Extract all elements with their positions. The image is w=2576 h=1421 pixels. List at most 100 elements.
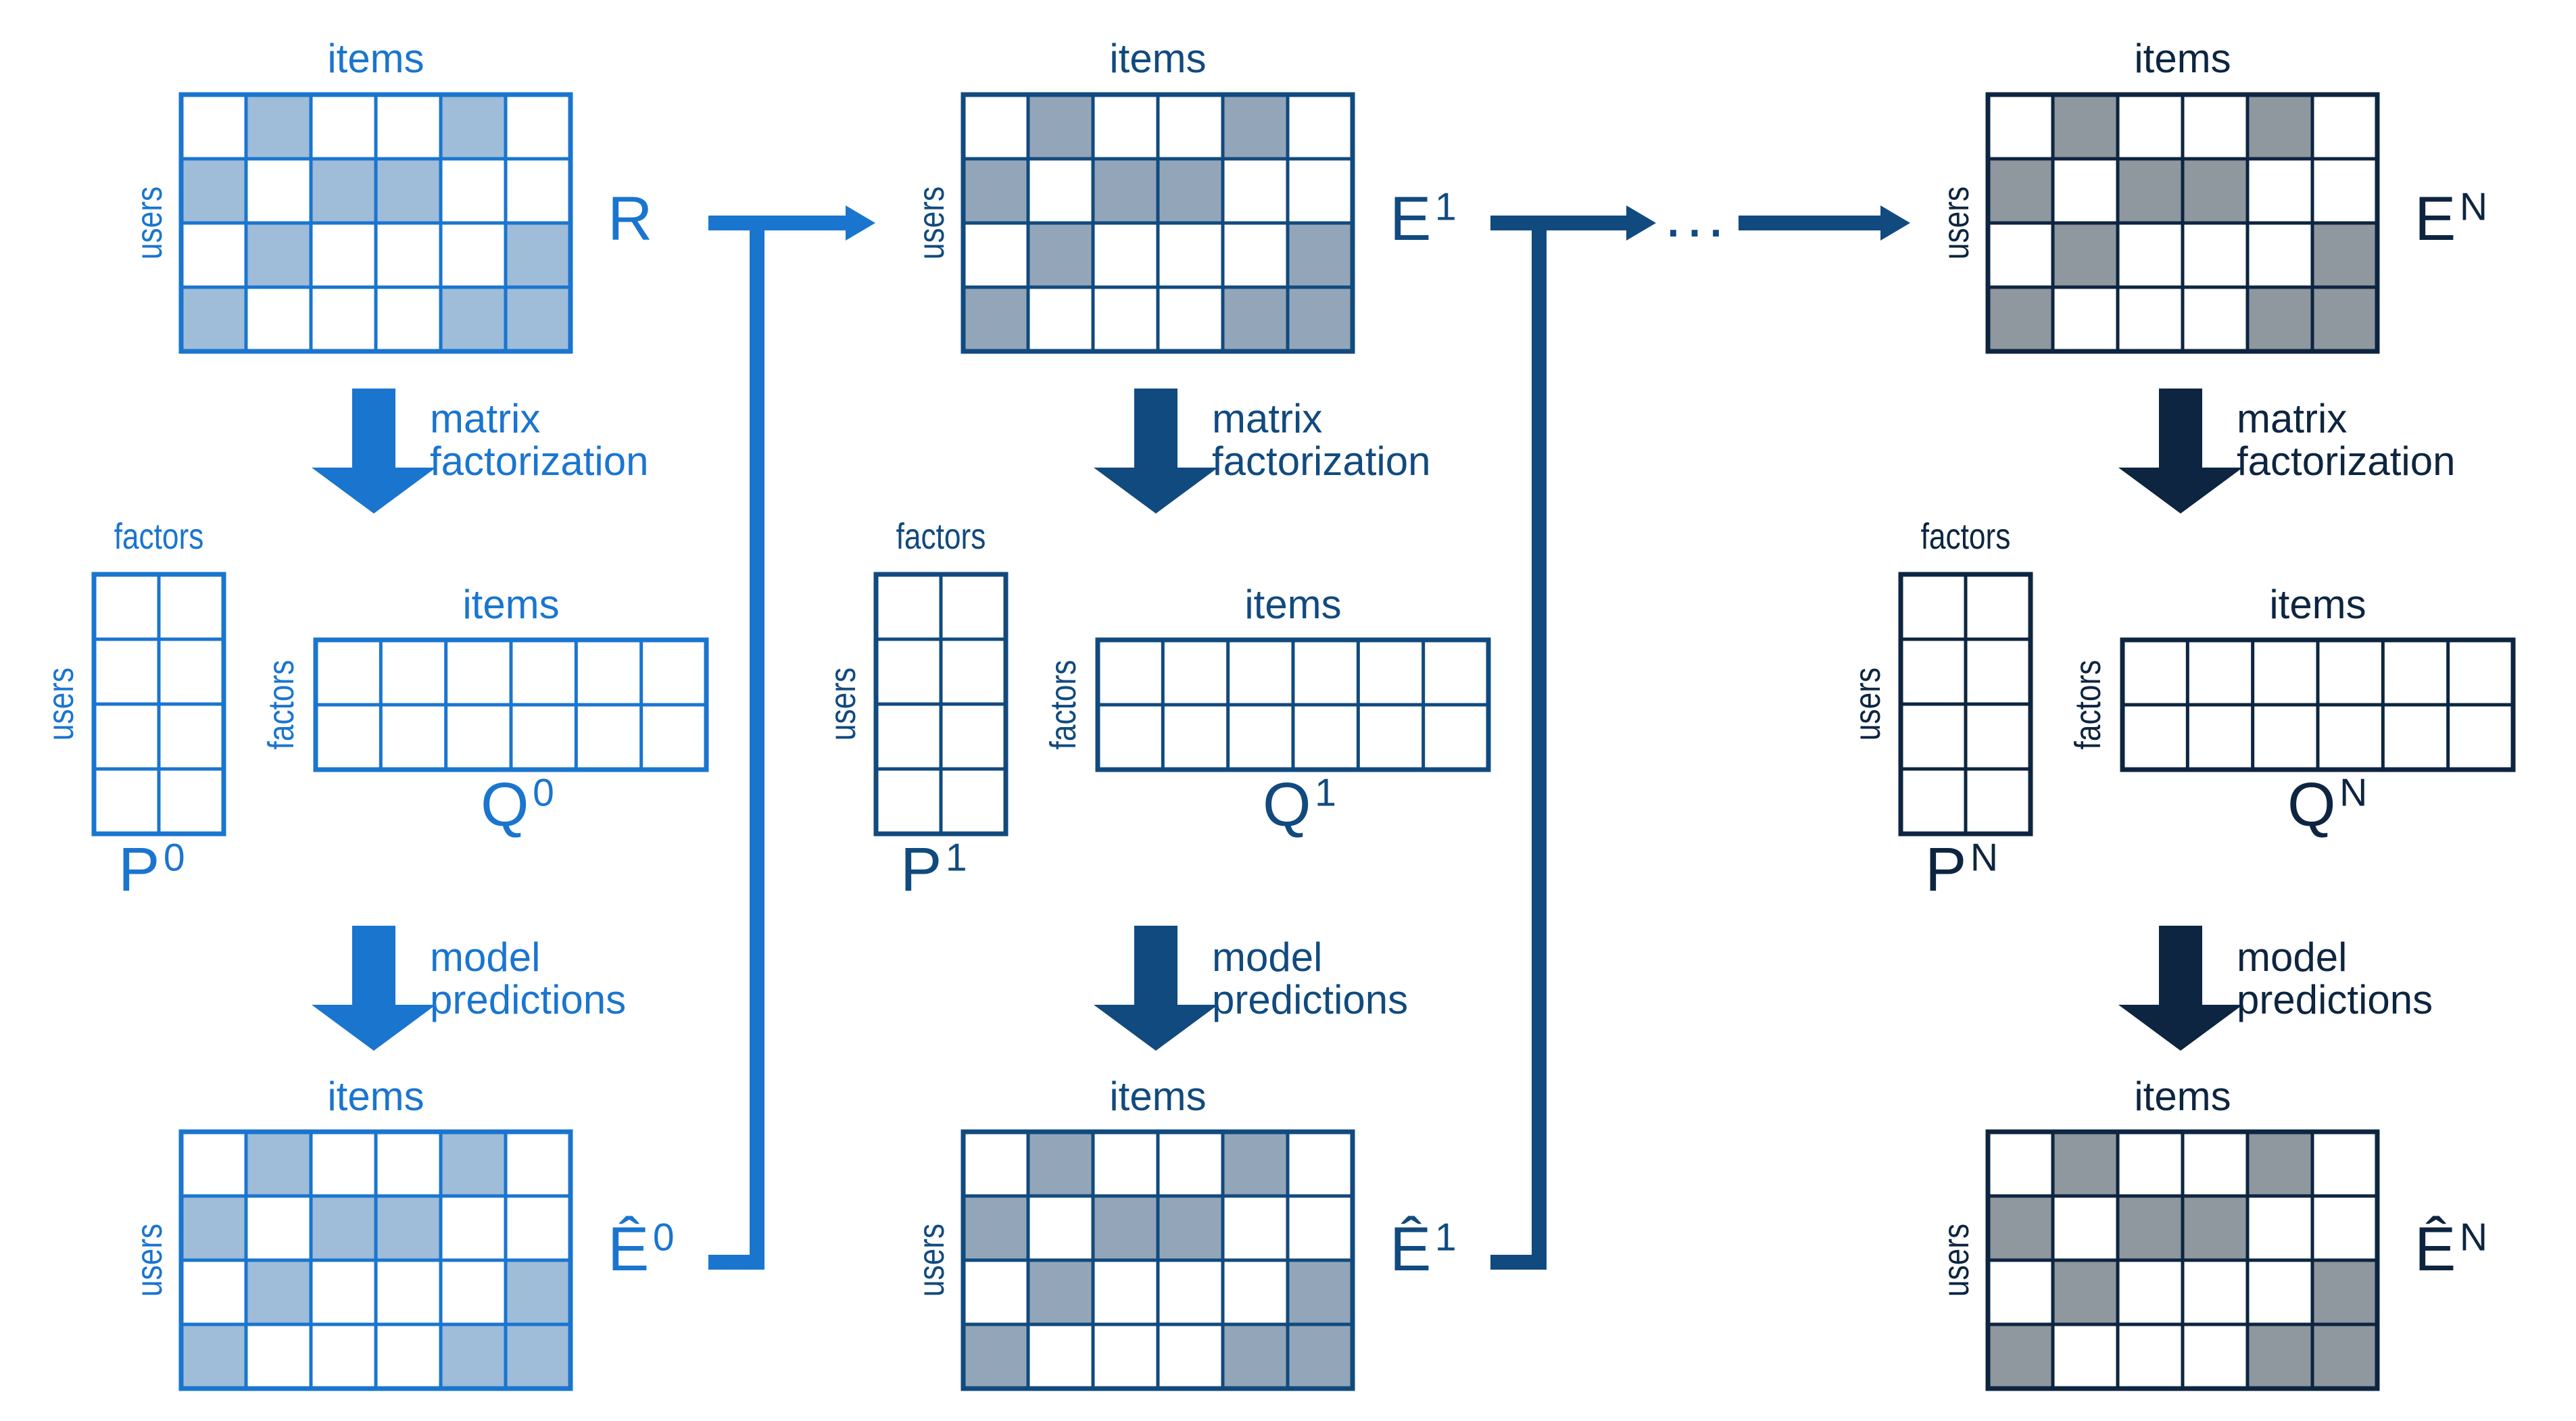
filled-cell [1158,1196,1223,1260]
filled-cell [311,1196,376,1260]
filled-cell [2312,287,2377,351]
users-label: users [823,668,863,741]
filled-cell [376,1196,441,1260]
input-matrix [1985,92,2380,354]
q-matrix-symbol: QN [2287,770,2367,839]
output-matrix-symbol: Ê1 [1390,1215,1457,1284]
items-label: items [1244,582,1341,627]
items-label: items [327,36,424,81]
factorization-arrow [312,389,436,514]
filled-cell [181,1324,246,1389]
filled-cell [2118,1196,2183,1260]
filled-cell [963,287,1028,351]
items-label: items [2134,36,2231,81]
output-matrix [961,1129,1355,1391]
factorization-arrow [2118,389,2243,514]
filled-cell [246,1132,311,1196]
predictions-arrow [2118,926,2243,1051]
filled-cell [1028,1132,1093,1196]
filled-cell [963,1324,1028,1389]
items-label: items [1109,36,1206,81]
p-matrix-symbol: P0 [118,835,185,904]
filled-cell [1028,1260,1093,1324]
q-matrix-symbol: Q0 [481,770,554,839]
filled-cell [441,1132,506,1196]
factors-label: factors [1921,516,2011,557]
filled-cell [506,1324,570,1389]
users-label: users [129,186,170,259]
factors-label: factors [2068,660,2108,750]
filled-cell [1288,1260,1353,1324]
output-matrix-symbol: Ê0 [608,1215,675,1284]
factors-label: factors [896,516,986,557]
input-matrix-symbol: EN [2414,184,2487,253]
step-label-matrix: matrix [430,396,540,441]
factors-label: factors [261,660,301,750]
filled-cell [1288,223,1353,287]
filled-cell [1158,159,1223,223]
input-matrix [178,92,573,354]
step-label-predictions: predictions [1212,977,1408,1022]
filled-cell [1988,1324,2053,1389]
output-matrix [1985,1129,2380,1391]
filled-cell [1988,1196,2053,1260]
filled-cell [1288,1324,1353,1389]
filled-cell [181,1196,246,1260]
filled-cell [2053,1132,2118,1196]
q-matrix-symbol: Q1 [1263,770,1336,839]
filled-cell [2312,223,2377,287]
filled-cell [181,287,246,351]
step-label-factorization: factorization [1212,439,1431,484]
filled-cell [963,1196,1028,1260]
filled-cell [2183,1196,2247,1260]
factors-label: factors [114,516,204,557]
step-label-predictions: predictions [2237,977,2433,1022]
feedback-connector-1 [1490,223,1547,1270]
p-matrix-symbol: PN [1925,835,1998,904]
step-label-model: model [2237,934,2347,980]
items-label: items [327,1074,424,1119]
filled-cell [1028,223,1093,287]
filled-cell [311,159,376,223]
arrow-to-ellipsis [1490,205,1656,241]
filled-cell [2118,159,2183,223]
p-matrix-symbol: P1 [900,835,967,904]
items-label: items [1109,1074,1206,1119]
step-label-predictions: predictions [430,977,626,1022]
filled-cell [246,95,311,159]
factors-label: factors [1043,660,1084,750]
filled-cell [2247,95,2312,159]
filled-cell [376,159,441,223]
filled-cell [2053,223,2118,287]
users-label: users [911,186,952,259]
predictions-arrow [1094,926,1218,1051]
filled-cell [1223,95,1288,159]
arrow-to-stage-n [1739,205,1910,241]
items-label: items [462,582,559,627]
q-matrix [2120,637,2516,772]
filled-cell [1093,1196,1158,1260]
filled-cell [441,95,506,159]
users-label: users [1936,1224,1976,1297]
filled-cell [1988,287,2053,351]
step-label-factorization: factorization [430,439,649,484]
filled-cell [506,223,570,287]
output-matrix [178,1129,573,1391]
q-matrix [313,637,709,772]
filled-cell [1223,1324,1288,1389]
step-label-model: model [1212,934,1322,980]
users-label: users [129,1224,170,1297]
step-label-model: model [430,934,540,980]
users-label: users [41,668,81,741]
filled-cell [1223,287,1288,351]
p-matrix [91,572,226,837]
filled-cell [2312,1260,2377,1324]
filled-cell [1223,1132,1288,1196]
filled-cell [1028,95,1093,159]
filled-cell [506,287,570,351]
step-label-factorization: factorization [2237,439,2456,484]
factorization-arrow [1094,389,1218,514]
items-label: items [2134,1074,2231,1119]
